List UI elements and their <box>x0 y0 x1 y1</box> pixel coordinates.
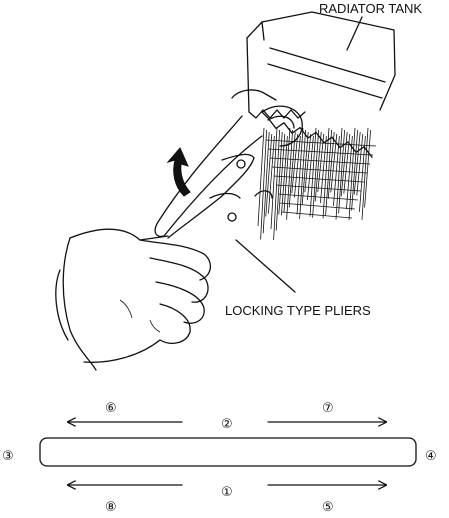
step-5-label: ⑤ <box>322 500 334 515</box>
radiator-tank-label: RADIATOR TANK <box>319 1 422 16</box>
radiator-core-fins <box>257 111 377 241</box>
hand <box>55 228 211 371</box>
step-3-label: ③ <box>2 449 14 464</box>
step-2-label: ② <box>221 417 233 432</box>
radiator-tank <box>246 11 396 119</box>
locking-pliers <box>154 89 303 239</box>
rotation-arrow <box>166 147 191 197</box>
crimping-sequence-diagram: ⑥ ② ⑦ ③ ④ ⑧ ① ⑤ <box>2 401 437 515</box>
tank-outline-bar <box>39 437 417 467</box>
locking-pliers-label: LOCKING TYPE PLIERS <box>225 303 371 318</box>
step-8-label: ⑧ <box>105 500 117 515</box>
step-7-label: ⑦ <box>322 401 334 416</box>
pliers-leader-line <box>235 239 296 293</box>
step-4-label: ④ <box>425 449 437 464</box>
step-6-label: ⑥ <box>105 401 117 416</box>
radiator-tank-leader-line <box>346 16 363 51</box>
step-1-label: ① <box>221 485 233 500</box>
